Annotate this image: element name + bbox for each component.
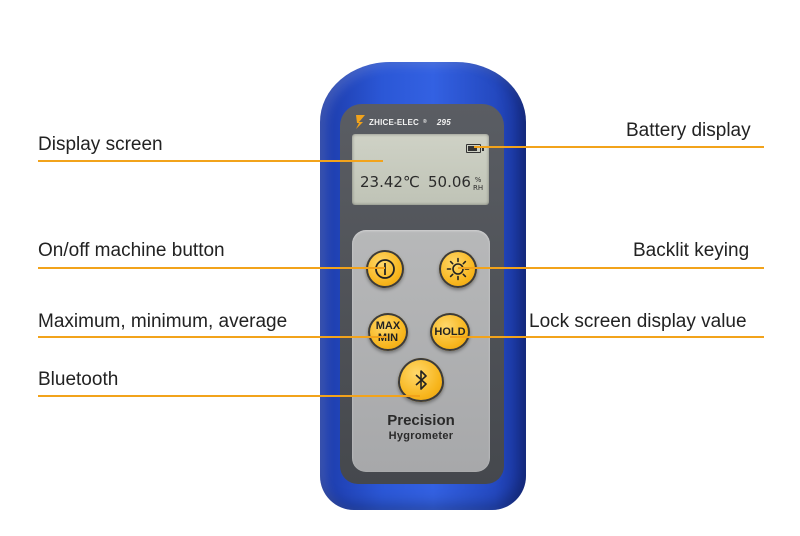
label-battery-display: Battery display <box>626 120 751 141</box>
brand-name: ZHICE-ELEC <box>369 117 419 127</box>
brand-logo-icon <box>356 115 365 129</box>
bluetooth-icon <box>415 370 427 390</box>
hold-button[interactable]: HOLD <box>430 313 470 351</box>
backlight-button[interactable] <box>439 250 477 288</box>
humidity-reading: 50.06 <box>428 173 471 191</box>
leader-power-button <box>38 267 385 269</box>
max-min-label: MAX MIN <box>376 320 400 344</box>
bluetooth-button[interactable] <box>398 358 444 402</box>
leader-display-screen <box>38 160 383 162</box>
brand-header: ZHICE-ELEC ® 295 <box>356 115 451 129</box>
leader-bluetooth <box>38 395 420 397</box>
temperature-reading: 23.42℃ <box>360 173 420 191</box>
leader-backlight-key <box>458 267 764 269</box>
min-label: MIN <box>377 332 399 344</box>
battery-icon <box>466 144 484 153</box>
humidity-unit-percent: % <box>474 176 482 184</box>
humidity-unit: % RH <box>473 176 483 192</box>
brand-registered-mark: ® <box>423 119 427 125</box>
power-icon <box>375 259 395 279</box>
sun-icon <box>446 257 470 281</box>
label-power-button: On/off machine button <box>38 240 225 261</box>
label-bluetooth: Bluetooth <box>38 369 119 390</box>
product-name: Precision <box>387 412 455 429</box>
hold-label: HOLD <box>434 326 466 338</box>
max-label: MAX <box>375 320 401 332</box>
leader-max-min-avg <box>38 336 388 338</box>
leader-lock-screen <box>450 336 764 338</box>
humidity-unit-rh: RH <box>473 184 484 192</box>
max-min-button[interactable]: MAX MIN <box>368 313 408 351</box>
label-backlight-key: Backlit keying <box>633 240 750 261</box>
product-type: Hygrometer <box>388 430 454 442</box>
leader-battery-display <box>474 146 764 148</box>
power-button[interactable] <box>366 250 404 288</box>
label-display-screen: Display screen <box>38 134 163 155</box>
label-max-min-avg: Maximum, minimum, average <box>38 311 288 332</box>
label-lock-screen: Lock screen display value <box>529 311 747 332</box>
model-number: 295 <box>436 117 451 127</box>
